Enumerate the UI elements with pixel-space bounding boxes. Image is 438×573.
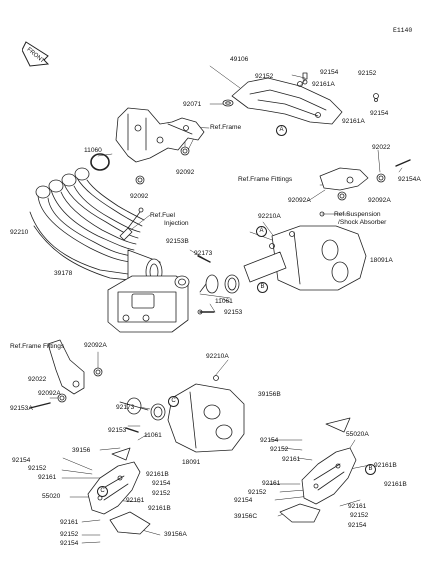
part-number: 92092A — [368, 197, 391, 204]
part-number: 55020 — [42, 493, 61, 500]
part-number: 92210A — [258, 213, 281, 220]
part-number: 92071 — [183, 101, 202, 108]
part-number: 39156 — [72, 447, 91, 454]
ref-fuel-line1: Ref.Fuel — [150, 212, 175, 219]
part-number: 92154 — [60, 540, 79, 547]
part-number: 92022 — [28, 376, 47, 383]
part-number: 92161 — [262, 480, 281, 487]
ref-frame-fittings-left: Ref.Frame Fittings — [10, 343, 65, 350]
ref-frame-fittings-top: Ref.Frame Fittings — [238, 176, 293, 183]
part-number: 92092A — [84, 342, 107, 349]
part-number: 55020A — [346, 431, 369, 438]
part-number: 92152 — [255, 73, 274, 80]
part-number: 18091A — [370, 257, 393, 264]
frame-bracket — [115, 107, 205, 163]
part-number: 92154 — [370, 110, 389, 117]
part-number: 92153 — [108, 427, 127, 434]
part-number: 39178 — [54, 270, 73, 277]
silencer-bracket-right — [319, 159, 411, 217]
ref-suspension-line2: /Shock Absorber — [338, 219, 387, 226]
small-bolts-top-right — [302, 72, 379, 102]
part-number: 92161 — [348, 503, 367, 510]
part-number: 92154 — [260, 437, 279, 444]
part-number: 92152 — [358, 70, 377, 77]
catalyst-box — [107, 275, 190, 333]
diagram-code: E1140 — [393, 27, 413, 34]
part-number: 92161B — [384, 481, 407, 488]
part-number: 92161 — [60, 519, 79, 526]
part-number: 92154 — [152, 480, 171, 487]
part-number: 92092 — [130, 193, 149, 200]
ref-fuel-line2: Injection — [164, 220, 189, 227]
part-number: 92161A — [342, 118, 365, 125]
oxygen-sensor — [119, 207, 144, 241]
part-number: 92161 — [126, 497, 145, 504]
callout-b: B — [257, 282, 268, 293]
part-number: 39156A — [164, 531, 187, 538]
callout-a: A — [276, 125, 287, 136]
part-number: 92154 — [12, 457, 31, 464]
part-number: 92154 — [320, 69, 339, 76]
part-number: 92152 — [152, 490, 171, 497]
part-number: 92161A — [312, 81, 335, 88]
part-number: 92092 — [176, 169, 195, 176]
part-number: 92154 — [348, 522, 367, 529]
frame-fitting-left — [29, 339, 103, 409]
callout-b: B — [365, 464, 376, 475]
part-number: 92153B — [166, 238, 189, 245]
part-number: 11060 — [84, 147, 102, 154]
part-number: 92022 — [372, 144, 391, 151]
heat-cover-55020 — [87, 447, 151, 535]
part-number: 92161B — [374, 462, 397, 469]
silencer-18091 — [167, 375, 245, 453]
part-number: 92161 — [38, 474, 57, 481]
gasket-11060 — [90, 153, 110, 171]
grommet-92071 — [222, 99, 234, 107]
part-number: 92161B — [146, 471, 169, 478]
part-number: 92152 — [60, 531, 79, 538]
part-number: 92161B — [148, 505, 171, 512]
part-number: 92173 — [194, 250, 213, 257]
part-number: 92161 — [282, 456, 301, 463]
part-number: 92152 — [248, 489, 267, 496]
clamp-92173-upper — [199, 274, 240, 294]
part-number: 92154A — [398, 176, 421, 183]
part-number: 92153A — [10, 405, 33, 412]
part-number: 92210A — [206, 353, 229, 360]
part-number: 11061 — [215, 298, 233, 305]
part-number: 92153 — [224, 309, 243, 316]
callout-c: C — [168, 396, 179, 407]
bolt-92092 — [135, 146, 190, 185]
front-arrow-icon: FRONT — [22, 41, 50, 67]
bolt-92153 — [197, 255, 215, 315]
heat-shield-49106 — [231, 77, 343, 125]
part-number: 92152 — [270, 446, 289, 453]
ref-frame: Ref.Frame — [210, 124, 242, 131]
part-number: 92210 — [10, 229, 29, 236]
part-number: 92092A — [38, 390, 61, 397]
part-number: 92173 — [116, 404, 135, 411]
part-number: 49106 — [230, 56, 249, 63]
callout-a: A — [256, 226, 267, 237]
part-number: 39156B — [258, 391, 281, 398]
callout-c: C — [97, 486, 108, 497]
header-pipes-39178 — [29, 167, 163, 291]
part-number: 18091 — [182, 459, 201, 466]
part-number: 11061 — [144, 432, 162, 439]
silencer-18091A — [243, 225, 367, 291]
part-number: 39156C — [234, 513, 258, 520]
part-number: 92154 — [234, 497, 253, 504]
part-number: 92152 — [350, 512, 369, 519]
part-number: 92092A — [288, 197, 311, 204]
clamp-92173-lower — [119, 397, 166, 433]
heat-cover-55020A — [279, 417, 357, 523]
part-number: 92152 — [28, 465, 47, 472]
ref-suspension-line1: Ref.Suspension — [334, 211, 381, 218]
